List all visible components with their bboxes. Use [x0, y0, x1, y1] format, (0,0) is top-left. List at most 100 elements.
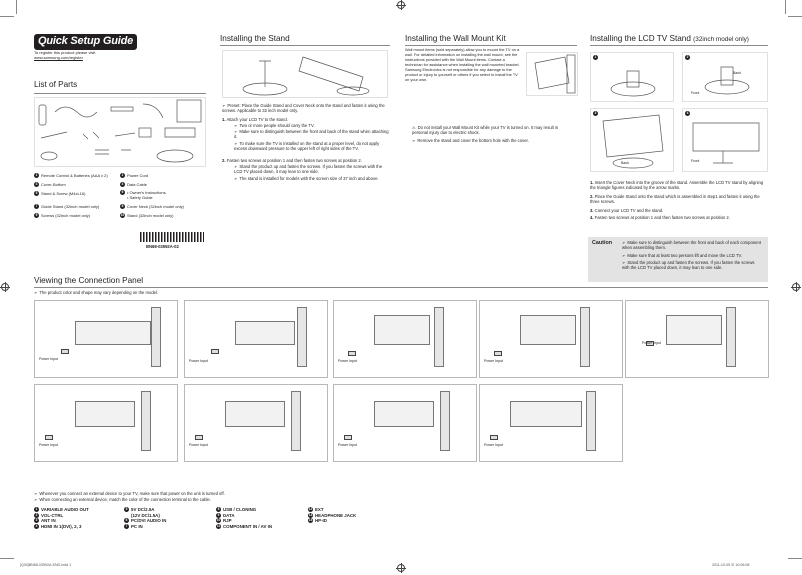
divider [34, 93, 206, 94]
lcd-step-3: 3. Connect your LCD TV and the stand. [590, 208, 664, 213]
stand-drawing [242, 56, 370, 96]
connection-title: Viewing the Connection Panel [34, 276, 144, 285]
caution-box: Caution ➢Make sure to distinguish betwee… [588, 237, 768, 282]
part-item: • Safety Guide [127, 195, 153, 200]
footer-filename: [Q30]BN68-03592A-ENG.indd 1 [20, 563, 72, 567]
crop-mark [0, 16, 14, 17]
stand-step-2: 2. Fasten two screws at position 1 and t… [222, 158, 362, 163]
lcd-step-2: 2. Place the Guide Stand onto the stand … [590, 194, 760, 205]
parts-illustration [34, 97, 206, 167]
connection-panel: Power Input [479, 300, 623, 378]
lcd-step-4: 4. Fasten two screws at position 1 and t… [590, 215, 730, 220]
lcd-fig-4-drawing [692, 122, 760, 164]
register-link[interactable]: www.samsung.com/register [34, 55, 83, 60]
caution-item: ➢Make sure to distinguish between the fr… [622, 240, 761, 251]
connection-panel: Power Input [34, 300, 178, 378]
divider [590, 45, 768, 46]
caution-item: ➢Stand the product up and fasten the scr… [622, 260, 755, 271]
wall-drawing [534, 54, 576, 94]
lcd-fig-1: 1 [590, 52, 674, 102]
guide-title: Quick Setup Guide [34, 34, 138, 50]
divider [34, 287, 768, 288]
stand-title: Installing the Stand [220, 34, 290, 43]
lcd-fig-1-drawing [610, 70, 656, 97]
registration-mark-left [0, 282, 10, 292]
parts-drawing [38, 99, 202, 163]
part-item: 6• Owner's Instructions [120, 190, 166, 196]
connection-panel: Power Input [333, 384, 477, 462]
caution-item: ➢Make sure that at least two persons lif… [622, 253, 743, 258]
connection-panel: Power Input [625, 300, 769, 378]
registration-mark-bottom [396, 563, 406, 573]
wall-warning: ⚠Do not install your Wall Mount Kit whil… [412, 125, 559, 136]
barcode [140, 232, 204, 242]
stand-preset: ➢Preset: Place the Guide Stand and Cover… [222, 103, 385, 114]
connection-panel: Power Input [333, 300, 477, 378]
register-text: To register this product please visit [34, 50, 96, 55]
lcd-step-1: 1. Insert the Cover Neck into the groove… [590, 180, 764, 191]
legend-item: (12V DC/1.5A) [131, 512, 160, 518]
connection-footnote: ➢When connecting an external device, mat… [34, 497, 211, 502]
crop-mark [16, 0, 17, 14]
connection-panel: Power Input [184, 384, 328, 462]
crop-mark [785, 0, 786, 14]
connection-footnote: ➢Whenever you connect an external device… [34, 491, 225, 496]
wall-title: Installing the Wall Mount Kit [405, 34, 506, 43]
lcd-stand-title: Installing the LCD TV Stand (32inch mode… [590, 34, 749, 43]
divider [220, 45, 390, 46]
connection-note: ➢The product color and shape may vary de… [34, 290, 159, 295]
crop-mark [788, 558, 802, 559]
connection-panel: Power Input [479, 384, 623, 462]
stand-note: ➢Make sure to distinguish between the fr… [234, 129, 389, 140]
lcd-fig-2: 2 Back Front [682, 52, 768, 102]
lcd-fig-2-drawing [704, 66, 750, 95]
registration-mark-right [791, 282, 801, 292]
stand-note: ➢Two or more people should carry the TV. [234, 123, 315, 128]
divider [405, 45, 577, 46]
stand-note: ➢To make sure the TV is installed on the… [234, 141, 380, 152]
stand-note: ➢Stand the product up and fasten the scr… [234, 164, 383, 175]
connection-panel: Power Input [34, 384, 178, 462]
lcd-fig-4: 4 Front [682, 108, 768, 172]
barcode-number: BN68-03592A-02 [146, 244, 179, 249]
wall-note: ➢Remove the stand and cover the bottom h… [412, 138, 529, 143]
lcd-fig-3-drawing [602, 114, 664, 169]
crop-mark [788, 16, 802, 17]
lcd-fig-3: 3 Back [590, 108, 674, 172]
stand-illustration [222, 50, 388, 98]
registration-mark-top [396, 0, 406, 10]
footer-timestamp: 2011-10-05 오 10:06:08 [712, 563, 750, 567]
wall-illustration [526, 52, 578, 96]
connection-panel: Power Input [184, 300, 328, 378]
stand-step-1: 1. Attach your LCD TV to the stand. [222, 117, 288, 122]
wall-intro: Wall mount items (sold separately) allow… [405, 47, 520, 83]
caution-label: Caution [592, 240, 613, 246]
